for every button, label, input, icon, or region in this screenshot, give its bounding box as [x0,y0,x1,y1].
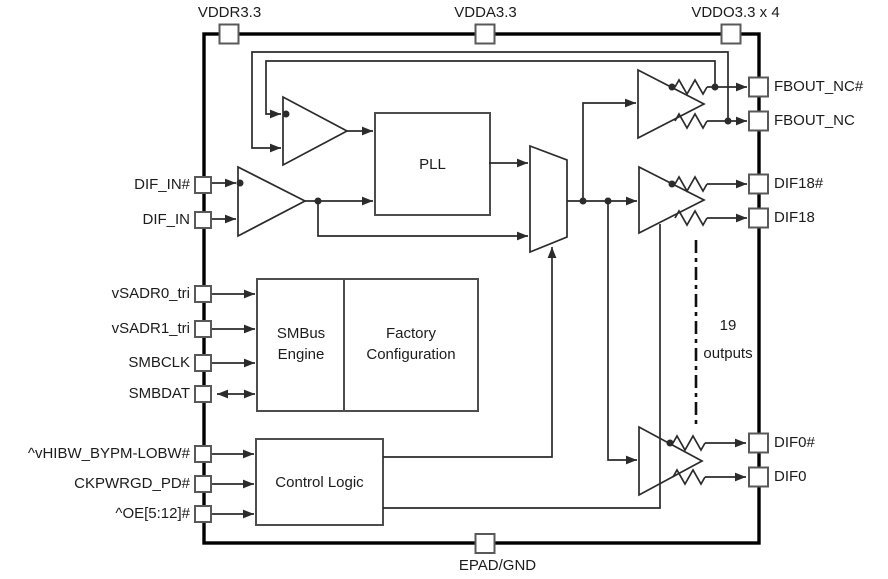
pin-label-dif-in: DIF_IN [142,211,190,228]
pin-square-dif18-b [748,173,769,195]
wire-to-dif0-buffer [607,201,637,465]
junction-dot [579,197,587,205]
junction-dot [604,197,612,205]
pin-label-hibw: ^vHIBW_BYPM-LOBW# [27,445,190,462]
wire-feedback-outer [251,51,729,153]
pin-square-vsadr0 [194,285,212,303]
pin-label-dif0: DIF0 [774,468,807,485]
pin-label-fbout-nc: FBOUT_NC [774,112,855,129]
pin-label-oe: ^OE[5:12]# [115,505,190,522]
pll-box [374,112,491,216]
pin-label-epad: EPAD/GND [458,557,537,574]
pin-label-ckpwrgd: CKPWRGD_PD# [74,475,190,492]
pin-label-vsadr0: vSADR0_tri [111,285,190,302]
pin-square-smbdat [194,385,212,403]
pin-square-vddo [720,23,742,45]
pin-square-vsadr1 [194,320,212,338]
junction-dot [282,110,290,118]
pin-label-vdda: VDDA3.3 [454,4,517,21]
wire-to-fbout-buffer [582,98,636,201]
pin-square-vdda [474,23,496,45]
pin-square-ckpwrgd [194,475,212,493]
dif-input-buffer-triangle [237,165,307,238]
outputs-count-note: 19 outputs [692,312,764,368]
pin-label-fbout-nc-b: FBOUT_NC# [774,78,864,95]
outputs-count: 19 [719,317,737,334]
resistor-zigzag-dif0 [672,468,706,486]
pin-square-epad [474,533,496,554]
pin-label-vsadr1: vSADR1_tri [111,320,190,337]
pin-square-dif-in [194,211,212,229]
pin-square-fbout-nc [748,110,769,132]
wire-control-enable-bus [383,224,661,509]
pin-square-vddr [218,23,240,45]
junction-dot [711,83,719,91]
pin-label-vddr: VDDR3.3 [197,4,262,21]
pin-square-dif-in-b [194,176,212,194]
pin-label-smbclk: SMBCLK [128,354,190,371]
pin-label-vddo: VDDO3.3 x 4 [691,4,780,21]
pin-square-dif0-b [748,432,769,454]
junction-dot [668,180,676,188]
resistor-zigzag-dif18-b [674,175,708,193]
junction-dot [668,83,676,91]
pin-label-smbdat: SMBDAT [128,385,190,402]
pin-square-hibw [194,445,212,463]
wire-control-to-mux-select [383,247,557,458]
pll-label: PLL [419,156,446,173]
clock-mux-trapezoid [529,144,568,254]
outputs-word: outputs [703,345,753,362]
junction-dot [314,197,322,205]
resistor-zigzag-dif18 [674,209,708,227]
pin-square-oe [194,505,212,523]
factory-configuration-label: Factory Configuration [366,325,456,363]
junction-dot [236,179,244,187]
resistor-zigzag-fbout-b [674,78,708,96]
pin-square-fbout-nc-b [748,76,769,98]
pin-label-dif18-b: DIF18# [774,175,824,192]
pin-label-dif0-b: DIF0# [774,434,815,451]
control-logic-box [255,438,384,526]
pin-square-smbclk [194,354,212,372]
resistor-zigzag-dif0-b [672,434,706,452]
resistor-zigzag-fbout [674,112,708,130]
smbus-engine-label: SMBus Engine [276,325,326,363]
pin-square-dif0 [748,466,769,488]
pin-label-dif-in-b: DIF_IN# [134,176,190,193]
control-logic-label: Control Logic [275,474,364,491]
pin-label-dif18: DIF18 [774,209,815,226]
wire-bypass-to-mux [317,201,528,241]
junction-dot [666,439,674,447]
junction-dot [724,117,732,125]
feedback-buffer-triangle [282,95,349,167]
smbus-factory-box [256,278,479,412]
pin-square-dif18 [748,207,769,229]
wire-feedback-inner [265,60,716,119]
